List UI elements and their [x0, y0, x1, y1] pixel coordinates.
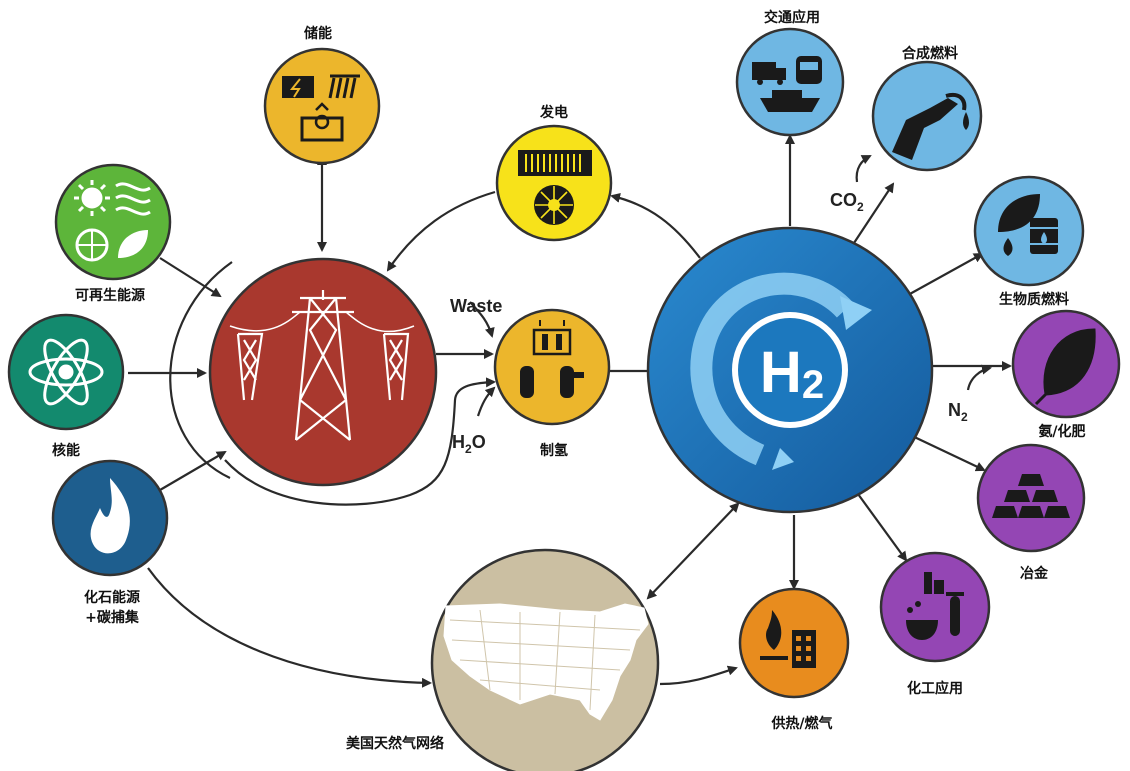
power-to-grid-arrow	[386, 190, 496, 272]
flame-icon	[90, 478, 130, 554]
grid-node	[208, 257, 438, 487]
synfuel-node	[871, 60, 983, 172]
water-arrow	[476, 386, 496, 417]
input-bracket	[169, 261, 233, 479]
waste-label: Waste	[450, 296, 502, 316]
renewable-circle	[54, 163, 172, 281]
metallurgy-node	[976, 443, 1086, 553]
nuclear-label: 核能	[52, 442, 80, 459]
h2-pipeline-arrow	[646, 502, 740, 600]
h2-chemical-arrow	[857, 493, 908, 562]
h2-text: H2	[760, 340, 824, 407]
leaf-barrel-icon	[998, 194, 1058, 256]
fossil-pipeline-arrow	[147, 567, 432, 688]
connectors	[128, 134, 1012, 688]
renewable-label: 可再生能源	[75, 287, 145, 304]
waste-arrow	[469, 301, 495, 338]
sun-wind-icon	[74, 180, 151, 262]
h2-metallurgy-arrow	[907, 433, 986, 472]
flask-icon	[906, 572, 964, 640]
building-flame-icon	[760, 610, 816, 668]
nuclear-node	[7, 313, 125, 431]
ammonia-label: 氨/化肥	[1038, 423, 1085, 440]
pipeline-node	[430, 548, 660, 771]
h2-synfuel-arrow	[851, 182, 895, 247]
transport-node	[735, 27, 845, 137]
biofuel-label: 生物质燃料	[999, 291, 1069, 308]
grid-loop-arrow	[224, 377, 496, 506]
biofuel-circle	[973, 175, 1085, 287]
pipeline-label: 美国天然气网络	[346, 735, 444, 752]
renewable-node	[54, 163, 172, 281]
chemical-circle	[879, 551, 991, 663]
storage-circle	[263, 47, 381, 165]
power-node	[495, 124, 613, 242]
power-tower-icon	[229, 290, 415, 441]
production-circle	[493, 308, 611, 426]
ammonia-node	[1011, 309, 1121, 419]
ingots-icon	[992, 474, 1070, 518]
fossil-arrow	[159, 450, 227, 491]
transport-circle	[735, 27, 845, 137]
grid-circle	[208, 257, 438, 487]
hydrogen-node: H2	[646, 226, 934, 514]
storage-label: 储能	[303, 25, 332, 42]
us-map-icon	[443, 603, 649, 721]
biofuel-node	[973, 175, 1085, 287]
synfuel-label: 合成燃料	[902, 45, 958, 62]
fossil-label-line1: 化石能源	[84, 589, 140, 606]
fossil-label-line2: +碳捕集	[85, 609, 140, 626]
leaf-icon	[1034, 328, 1096, 406]
h2-to-power-arrow	[610, 192, 701, 259]
n2-label: N2	[948, 400, 968, 424]
water-label: H2O	[452, 432, 486, 456]
atom-icon	[28, 338, 104, 406]
storage-node	[263, 47, 381, 165]
n2-arrow	[966, 364, 992, 391]
production-node	[493, 308, 611, 426]
metallurgy-circle	[976, 443, 1086, 553]
renewable-arrow	[159, 257, 222, 298]
metallurgy-label: 冶金	[1020, 565, 1049, 582]
co2-label: CO2	[830, 190, 864, 214]
battery-icon	[282, 74, 360, 142]
heat-label: 供热/燃气	[770, 715, 832, 732]
co2-arrow	[855, 155, 872, 183]
h2-biofuel-arrow	[907, 253, 984, 296]
pipeline-heat-arrow	[659, 665, 738, 686]
power-label: 发电	[539, 104, 568, 121]
h2-logo-icon	[690, 272, 872, 470]
chemical-label: 化工应用	[907, 680, 963, 697]
fossil-node	[51, 459, 169, 577]
chemical-node	[879, 551, 991, 663]
fuel-cell-icon	[518, 150, 592, 225]
transport-label: 交通应用	[764, 9, 820, 26]
fuel-nozzle-icon	[892, 93, 969, 160]
production-label: 制氢	[540, 442, 568, 459]
truck-train-ship-icon	[752, 56, 822, 112]
electrolyzer-icon	[520, 320, 584, 398]
heat-node	[738, 587, 850, 699]
